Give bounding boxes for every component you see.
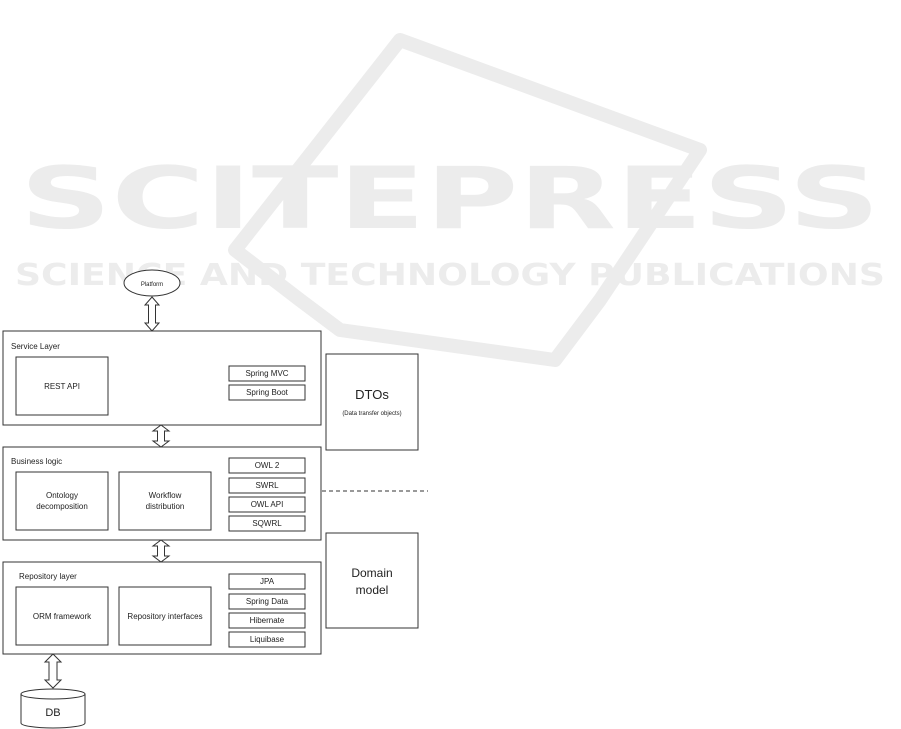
dtos-box <box>325 353 419 451</box>
tech-spring-boot-label: Spring Boot <box>246 388 289 397</box>
ontology-decomposition-line1: Ontology <box>46 491 78 500</box>
domain-model-panel: Domain model <box>325 532 419 629</box>
rest-api-box <box>15 356 109 416</box>
tech-jpa-box <box>228 573 306 590</box>
service-layer-title: Service Layer <box>11 342 60 351</box>
db-cylinder: DB <box>20 688 86 729</box>
tech-hibernate-label: Hibernate <box>250 616 285 625</box>
service-layer: Service Layer REST API Spring MVC Spring… <box>2 330 322 426</box>
service-business-arrow <box>151 424 171 448</box>
repository-layer: Repository layer ORM framework Repositor… <box>2 561 322 655</box>
repository-layer-title: Repository layer <box>19 572 77 581</box>
db-cylinder-body <box>20 694 86 729</box>
tech-sqwrl-label: SQWRL <box>252 519 282 528</box>
db-label: DB <box>45 707 60 719</box>
platform-label: Platform <box>141 282 163 288</box>
watermark-book-logo <box>228 33 707 367</box>
ontology-decomposition-line2: decomposition <box>36 502 88 511</box>
tech-swrl-box <box>228 477 306 494</box>
tech-owl-api-box <box>228 496 306 513</box>
orm-framework-box <box>15 586 109 646</box>
db-cylinder-top <box>20 688 86 700</box>
tech-spring-boot-box <box>228 384 306 401</box>
business-logic-layer: Business logic Ontology decomposition Wo… <box>2 446 322 541</box>
tech-spring-mvc-label: Spring MVC <box>245 369 288 378</box>
orm-framework-label: ORM framework <box>33 612 92 621</box>
tech-sqwrl-box <box>228 515 306 532</box>
repository-interfaces-label: Repository interfaces <box>127 612 202 621</box>
ontology-decomposition-box <box>15 471 109 531</box>
repository-db-arrow <box>43 653 63 689</box>
domain-model-line1: Domain <box>351 566 392 580</box>
tech-owl2-label: OWL 2 <box>255 461 280 470</box>
watermark: SCITEPRESS SCIENCE AND TECHNOLOGY PUBLIC… <box>15 33 885 367</box>
workflow-distribution-box <box>118 471 212 531</box>
workflow-distribution-line2: distribution <box>146 502 185 511</box>
tech-hibernate-box <box>228 612 306 629</box>
tech-swrl-label: SWRL <box>255 481 279 490</box>
tech-liquibase-box <box>228 631 306 648</box>
domain-model-box <box>325 532 419 629</box>
tech-jpa-label: JPA <box>260 577 275 586</box>
workflow-distribution-line1: Workflow <box>149 491 182 500</box>
tech-liquibase-label: Liquibase <box>250 635 285 644</box>
platform-service-arrow <box>143 296 161 332</box>
repository-interfaces-box <box>118 586 212 646</box>
dtos-title: DTOs <box>355 387 389 402</box>
tech-spring-mvc-box <box>228 365 306 382</box>
platform-node <box>123 269 181 297</box>
dtos-subtitle: (Data transfer objects) <box>342 411 401 417</box>
business-repository-arrow <box>151 539 171 563</box>
rest-api-label: REST API <box>44 382 80 391</box>
tech-owl-api-label: OWL API <box>251 500 284 509</box>
tech-owl2-box <box>228 457 306 474</box>
tech-spring-data-label: Spring Data <box>246 597 289 606</box>
business-logic-title: Business logic <box>11 457 62 466</box>
tech-spring-data-box <box>228 593 306 610</box>
dtos-panel: DTOs (Data transfer objects) <box>325 353 419 451</box>
watermark-title: SCITEPRESS <box>20 149 880 249</box>
domain-model-line2: model <box>356 583 389 597</box>
